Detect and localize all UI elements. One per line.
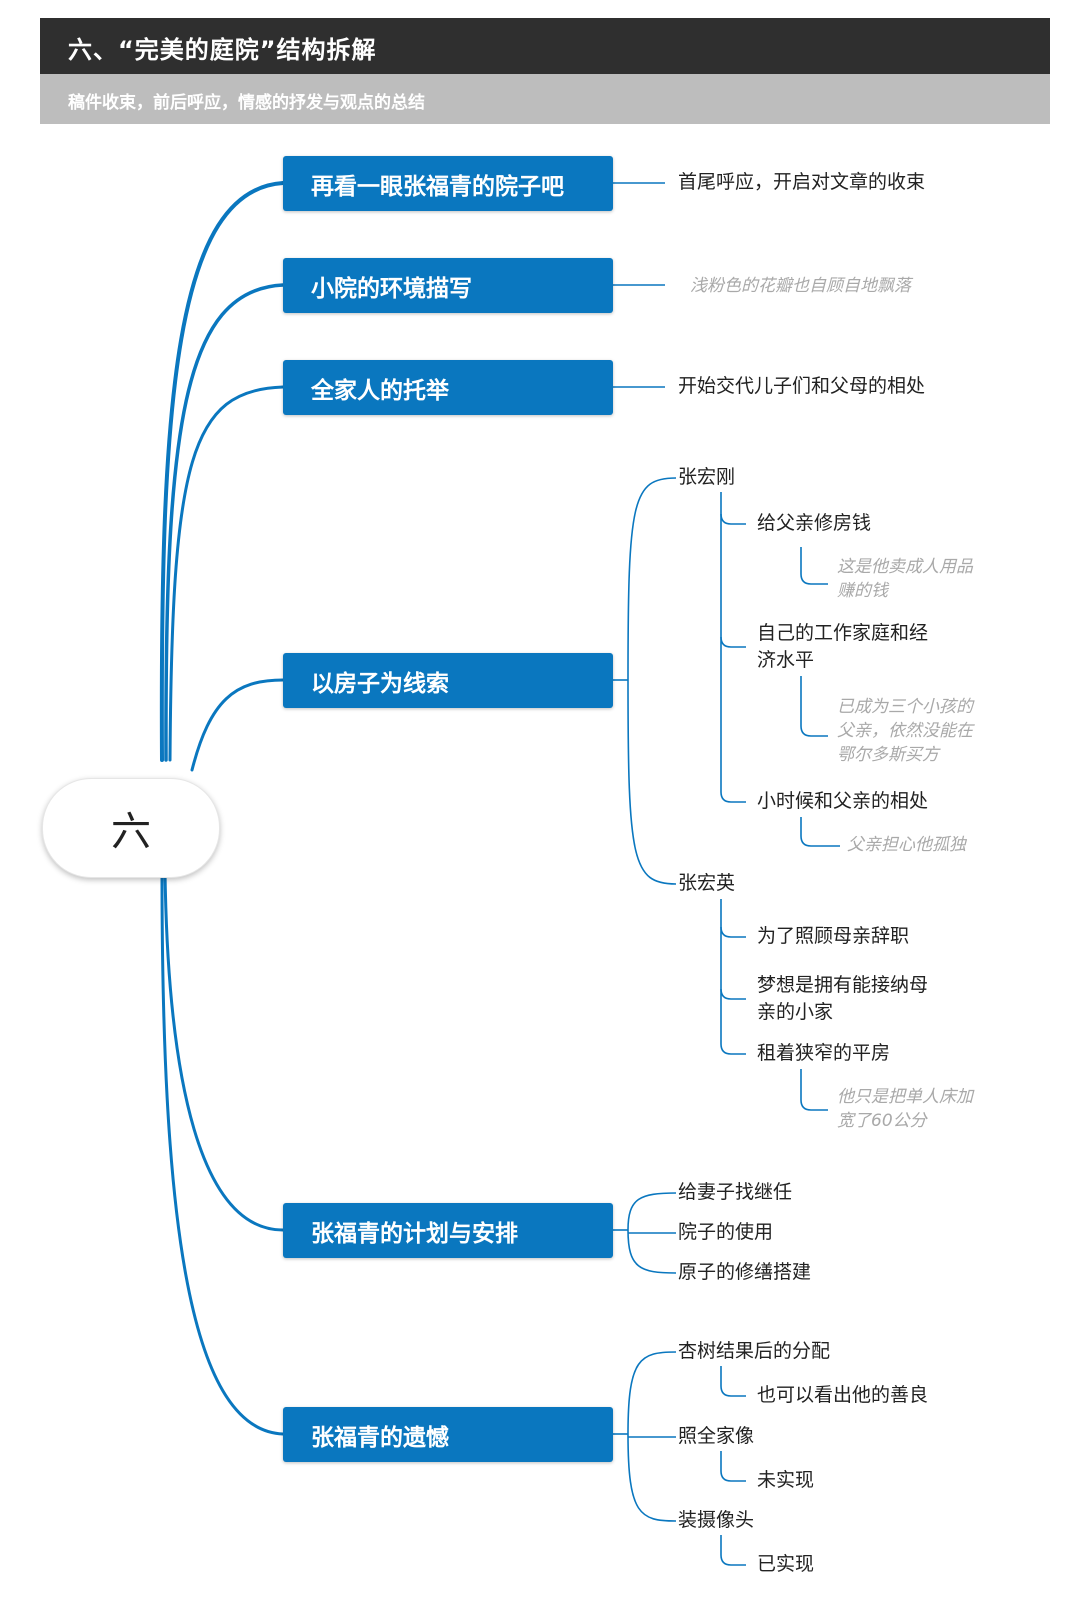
branch-node: 以房子为线索 <box>283 653 613 708</box>
leaf-node: 已实现 <box>757 1553 815 1575</box>
note-node: 已成为三个小孩的 父亲，依然没能在 鄂尔多斯买方 <box>837 695 973 767</box>
connector-branch4-to-zhanghongying <box>627 679 677 885</box>
connector-zhg-items <box>720 492 746 803</box>
note-node: 他只是把单人床加 宽了60公分 <box>837 1085 973 1133</box>
connector-zhg-item1 <box>720 513 746 525</box>
connector-root-branch2 <box>164 283 285 762</box>
leaf-node: 开始交代儿子们和父母的相处 <box>678 375 926 397</box>
connector-zhg-note2 <box>800 676 828 737</box>
connector-zhg-note1 <box>800 547 828 585</box>
leaf-node: 未实现 <box>757 1469 815 1491</box>
connector-branch6-sub1 <box>720 1366 746 1397</box>
connector-branch6-sub3 <box>720 1535 746 1566</box>
connector-zhy-note3 <box>800 1069 828 1111</box>
connector-zhg-item2 <box>720 636 746 648</box>
branch-node: 张福青的计划与安排 <box>283 1203 613 1258</box>
page-title: 六、“完美的庭院”结构拆解 <box>68 36 377 64</box>
leaf-node: 自己的工作家庭和经 济水平 <box>757 620 928 674</box>
leaf-node: 给妻子找继任 <box>678 1181 793 1203</box>
branch-node: 再看一眼张福青的院子吧 <box>283 156 613 211</box>
leaf-line: 自己的工作家庭和经 <box>757 622 929 644</box>
note-line: 父亲，依然没能在 <box>837 721 973 741</box>
connector-zhg-note3 <box>800 817 840 847</box>
note-line: 已成为三个小孩的 <box>837 697 973 717</box>
note-line: 赚的钱 <box>837 581 888 601</box>
branch-node: 全家人的托举 <box>283 360 613 415</box>
connector-zhy-item1 <box>720 926 746 938</box>
connector-branch5-child1 <box>627 1192 677 1231</box>
leaf-node-zhanghongying: 张宏英 <box>678 872 736 894</box>
leaf-node: 为了照顾母亲辞职 <box>757 925 910 947</box>
connector-root-branch3 <box>168 385 285 762</box>
leaf-node-zhanghonggang: 张宏刚 <box>678 466 736 488</box>
leaf-node: 装摄像头 <box>678 1509 755 1531</box>
connector-root-branch5 <box>163 870 285 1232</box>
leaf-node: 原子的修缮搭建 <box>678 1261 812 1283</box>
leaf-node: 院子的使用 <box>678 1221 774 1243</box>
note-node: 这是他卖成人用品 赚的钱 <box>837 555 973 603</box>
leaf-line: 济水平 <box>757 649 815 671</box>
subheader-bar: 稿件收束，前后呼应，情感的抒发与观点的总结 <box>40 74 1050 124</box>
page-subtitle: 稿件收束，前后呼应，情感的抒发与观点的总结 <box>68 93 425 113</box>
connector-root-branch1 <box>159 181 285 762</box>
connector-branch4-to-zhanghonggang <box>627 477 677 681</box>
connector-root-branch4 <box>190 678 285 772</box>
leaf-node: 杏树结果后的分配 <box>678 1340 831 1362</box>
leaf-line: 亲的小家 <box>757 1001 834 1023</box>
note-line: 这是他卖成人用品 <box>837 557 973 577</box>
leaf-node: 给父亲修房钱 <box>757 512 872 534</box>
connector-branch6-sub2 <box>720 1451 746 1482</box>
connector-zhy-item2 <box>720 988 746 1000</box>
root-node: 六 <box>42 778 220 878</box>
connector-zhy-items <box>720 899 746 1055</box>
connector-branch6-child1 <box>627 1351 677 1435</box>
note-node: 浅粉色的花瓣也自顾自地飘落 <box>690 276 911 296</box>
note-line: 他只是把单人床加 <box>837 1087 973 1107</box>
leaf-node: 梦想是拥有能接纳母 亲的小家 <box>757 972 928 1026</box>
header-bar: 六、“完美的庭院”结构拆解 <box>40 18 1050 74</box>
connector-branch5-child3 <box>627 1229 677 1274</box>
note-line: 宽了60公分 <box>837 1111 927 1131</box>
leaf-node: 照全家像 <box>678 1425 755 1447</box>
note-node: 父亲担心他孤独 <box>847 835 966 855</box>
leaf-line: 梦想是拥有能接纳母 <box>757 974 929 996</box>
leaf-node: 租着狭窄的平房 <box>757 1042 891 1064</box>
branch-node: 张福青的遗憾 <box>283 1407 613 1462</box>
leaf-node: 小时候和父亲的相处 <box>757 790 929 812</box>
note-line: 鄂尔多斯买方 <box>837 745 939 765</box>
leaf-node: 也可以看出他的善良 <box>757 1384 929 1406</box>
connector-branch6-child3 <box>627 1433 677 1522</box>
leaf-node: 首尾呼应，开启对文章的收束 <box>678 171 926 193</box>
branch-node: 小院的环境描写 <box>283 258 613 313</box>
connector-root-branch6 <box>160 870 285 1436</box>
